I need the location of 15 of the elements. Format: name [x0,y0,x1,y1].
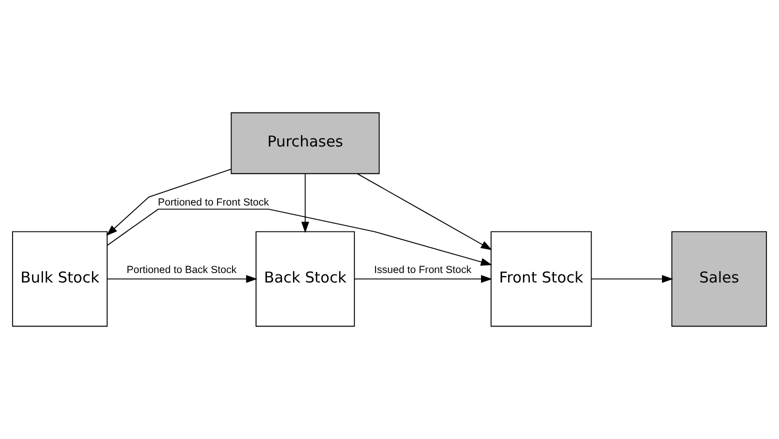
arrow [301,173,310,233]
node-box: Purchases [230,112,380,174]
arrow [106,208,492,266]
node-box: Front Stock [490,231,592,327]
node-box: Back Stock [256,231,355,327]
edge-label: Issued to Front Stock [374,265,472,276]
arrow [106,275,258,283]
node-box: Sales [671,231,767,327]
edge-label: Portioned to Back Stock [126,265,237,276]
arrow [356,173,492,250]
arrow [354,275,492,283]
arrow [106,168,232,236]
arrow [591,275,674,283]
edge-label: Portioned to Front Stock [158,197,269,208]
node-box: Bulk Stock [12,231,108,327]
